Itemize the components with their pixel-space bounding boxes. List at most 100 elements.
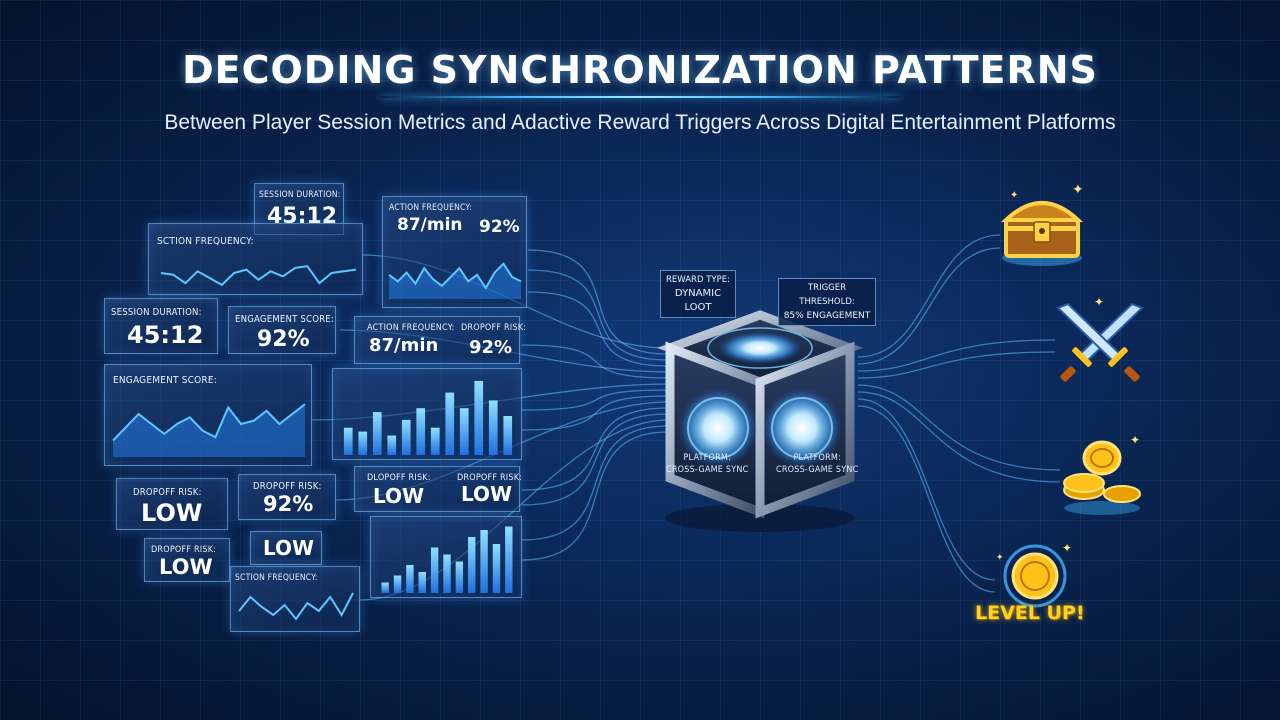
cube-face-label-right: PLATFORM: CROSS-GAME SYNC <box>776 452 858 476</box>
bar-mark <box>492 544 501 593</box>
level-up-label: LEVEL UP! <box>975 602 1085 624</box>
bar-mark <box>505 526 513 593</box>
tag-line-2: DYNAMIC LOOT <box>674 288 722 313</box>
frequency-panel-bottom: SCTION FREQUENCY: <box>230 566 360 632</box>
panel-label-dropoff: DROPOFF RISK: <box>461 323 527 333</box>
flow-line-out <box>857 351 1056 379</box>
area-fill <box>389 263 521 299</box>
bar-mark <box>430 427 440 455</box>
panel-value: 45:12 <box>127 321 204 349</box>
panel-label: ACTION FREQUENCY: <box>389 203 472 213</box>
flow-line-out <box>857 391 1061 483</box>
panel-label: ENGAGEMENT SCORE: <box>113 375 217 386</box>
bar-mark <box>503 416 513 455</box>
cube-shadow <box>665 504 855 532</box>
face-line-1: PLATFORM: <box>683 453 732 463</box>
svg-text:✦: ✦ <box>1010 190 1018 201</box>
bar-mark <box>418 572 426 593</box>
panel-value-percent: 92% <box>479 217 520 237</box>
panel-value-rate: 87/min <box>369 335 439 356</box>
bar-chart-mid <box>343 380 513 455</box>
crossed-swords-icon: ✦ <box>1056 295 1144 382</box>
trend-line <box>238 592 354 621</box>
bar-mark <box>372 412 382 455</box>
flow-line-out <box>857 398 996 581</box>
page-subtitle: Between Player Session Metrics and Adact… <box>164 111 1116 134</box>
action-frequency-panel-top: ACTION FREQUENCY: 87/min 92% <box>382 196 527 308</box>
cube-top-ring <box>707 327 813 369</box>
svg-text:✦: ✦ <box>1072 182 1084 198</box>
trend-line <box>388 262 522 290</box>
bar-mark <box>488 400 498 455</box>
dropoff-risk-panel-b: DROPOFF RISK: 92% <box>238 474 336 520</box>
flow-line-out <box>857 247 1001 365</box>
dropoff-risk-panel-dual: DLOPOFF RISK: DROPOFF RISK: LOW LOW <box>354 466 523 512</box>
svg-text:✦: ✦ <box>1062 541 1072 555</box>
bar-mark <box>358 431 368 455</box>
panel-value: 92% <box>257 327 310 352</box>
flow-line-in <box>527 249 669 355</box>
bar-chart-panel-bottom <box>370 516 522 598</box>
panel-label: SESSION DURATION: <box>111 307 202 318</box>
reward-type-tag: REWARD TYPE: DYNAMIC LOOT <box>660 270 736 318</box>
cube-right-core <box>762 388 842 468</box>
panel-label: DROPOFF RISK: <box>133 487 202 498</box>
flow-line-out <box>857 384 1061 471</box>
bar-mark <box>401 419 411 455</box>
bar-mark <box>343 427 353 455</box>
cube-left-core <box>678 388 758 468</box>
bar-chart-bottom <box>381 526 513 593</box>
dropoff-risk-panel-c: DROPOFF RISK: LOW <box>144 538 230 582</box>
panel-label: SESSION DURATION: <box>259 190 341 200</box>
low-badge-panel: LOW <box>250 531 322 565</box>
panel-value-a: LOW <box>373 484 425 508</box>
trigger-threshold-tag: TRIGGER THRESHOLD: 85% ENGAGEMENT <box>778 278 876 326</box>
cube-face-label-left: PLATFORM: CROSS-GAME SYNC <box>666 452 748 476</box>
cube-top-glow <box>718 332 802 364</box>
level-coin-icon: ✦ ✦ <box>996 541 1072 608</box>
bar-mark <box>393 575 402 593</box>
treasure-chest-icon: ✦ ✦ <box>1000 182 1084 266</box>
panel-label: SCTION FREQUENCY: <box>157 236 254 247</box>
trend-line <box>112 403 306 442</box>
bar-mark <box>455 561 464 593</box>
dropoff-risk-panel-a: DROPOFF RISK: LOW <box>116 478 228 530</box>
engagement-area-chart <box>112 403 306 457</box>
svg-text:✦: ✦ <box>996 553 1004 563</box>
flow-line-in <box>527 291 669 367</box>
tag-line-1: TRIGGER THRESHOLD: <box>799 283 855 307</box>
bar-mark <box>480 530 488 593</box>
trend-line <box>160 265 357 287</box>
bar-mark <box>416 408 426 455</box>
frequency-sparkline-bottom <box>238 592 354 621</box>
flow-line-in <box>521 413 669 506</box>
panel-value: LOW <box>263 536 315 560</box>
engagement-score-panel: ENGAGEMENT SCORE: 92% <box>228 306 336 354</box>
panel-value: LOW <box>159 555 213 579</box>
flow-line-in <box>521 344 669 379</box>
flow-line-in <box>521 407 669 491</box>
frequency-panel-top: SCTION FREQUENCY: <box>148 223 363 295</box>
flow-line-out <box>857 405 996 593</box>
bar-mark <box>474 380 484 455</box>
cube-left-ring <box>687 397 749 459</box>
bar-mark <box>387 435 397 455</box>
central-cube <box>657 310 863 532</box>
panel-value-rate: 87/min <box>397 215 463 235</box>
bar-mark <box>443 554 451 593</box>
panel-value: LOW <box>141 499 203 527</box>
panel-value-b: LOW <box>461 482 513 506</box>
title-underline <box>380 96 900 98</box>
panel-label-b: DROPOFF RISK: <box>457 473 523 483</box>
flow-line-in <box>521 389 669 411</box>
bar-mark <box>445 392 455 455</box>
action-dropoff-panel: ACTION FREQUENCY: DROPOFF RISK: 87/min 9… <box>354 316 526 364</box>
gold-coins-icon: ✦ <box>1063 433 1141 515</box>
panel-value-percent: 92% <box>469 337 513 358</box>
flow-line-in <box>527 269 669 361</box>
bar-mark <box>468 537 476 593</box>
bar-mark <box>406 565 414 593</box>
svg-text:✦: ✦ <box>1094 295 1104 309</box>
bar-chart-panel-mid <box>332 368 522 460</box>
